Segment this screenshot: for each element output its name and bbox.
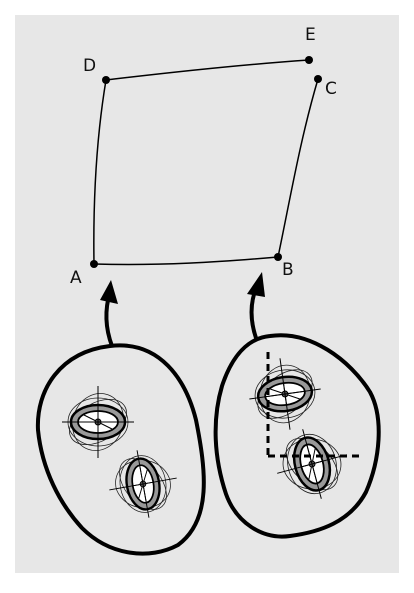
edge-c-b [277,78,319,258]
point-e [305,56,313,64]
edge-d-a [93,79,107,265]
label-d: D [83,56,96,76]
point-d [102,76,110,84]
right-blob [213,333,381,539]
point-a [90,260,98,268]
label-e: E [305,25,316,45]
edge-d-e [105,59,310,81]
point-b [274,253,282,261]
label-c: C [325,79,337,99]
edge-a-b [93,256,279,266]
curved-arrow-icon [247,272,265,339]
label-b: B [282,260,294,280]
label-a: A [70,268,82,288]
point-c [314,75,322,83]
curved-arrow-icon [100,280,118,347]
